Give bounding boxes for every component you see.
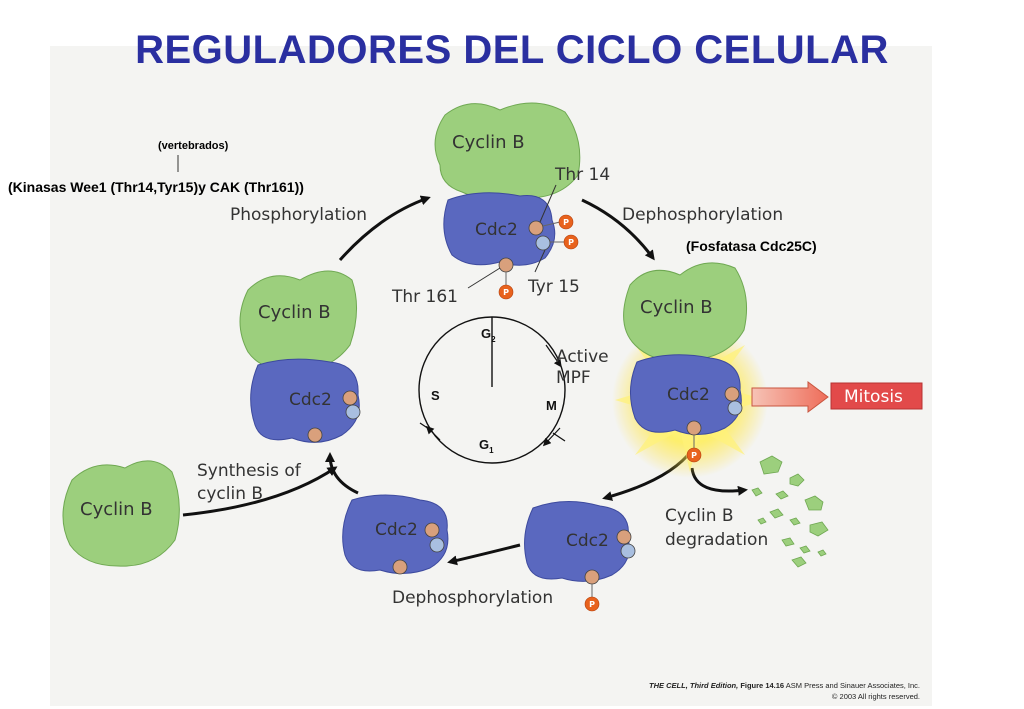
- complex-active-mpf: [623, 262, 748, 435]
- vertebrados-annotation: (vertebrados): [158, 140, 229, 152]
- cdc2-bottom-right-shape: [524, 500, 630, 582]
- kinases-annotation: (Kinasas Wee1 (Thr14,Tyr15)y CAK (Thr161…: [8, 179, 304, 195]
- phase-m-label: M: [546, 398, 557, 413]
- cdc2-shape: [630, 354, 742, 435]
- thr161-label: Thr 161: [391, 287, 458, 307]
- figure-credit-copyright: © 2003 All rights reserved.: [831, 692, 920, 701]
- residues: [307, 220, 743, 585]
- phosphate-active: [686, 447, 702, 463]
- free-cyclin-b-shape: [62, 460, 180, 567]
- degradation-label-line1: Cyclin B: [665, 506, 734, 526]
- dephosphorylation-top-label: Dephosphorylation: [622, 205, 783, 225]
- credit-figure: Figure 14.16: [740, 681, 785, 690]
- cdc2-label: Cdc2: [475, 220, 518, 240]
- cdc2-label: Cdc2: [375, 520, 418, 540]
- phosphates: [498, 214, 702, 612]
- credit-publisher: ASM Press and Sinauer Associates, Inc.: [785, 681, 920, 690]
- phosphatase-annotation: (Fosfatasa Cdc25C): [686, 238, 817, 254]
- page-title: REGULADORES DEL CICLO CELULAR: [135, 28, 889, 72]
- complex-left: [239, 270, 360, 443]
- credit-book: THE CELL, Third Edition,: [649, 681, 739, 690]
- complex-top: [434, 102, 581, 266]
- phosphate-tyr15: [563, 234, 579, 250]
- cdc2-bottom-left-shape: [342, 494, 449, 574]
- phosphate-label: P: [503, 288, 509, 297]
- cyclin-b-shape: [623, 262, 748, 362]
- phosphate-links: [505, 221, 695, 597]
- cyclin-b-label: Cyclin B: [452, 132, 525, 153]
- active-mpf-label-line1: Active: [556, 347, 609, 367]
- cdc2-shape: [250, 358, 360, 443]
- mitosis-box: [830, 382, 923, 410]
- cyclin-b-shape: [434, 102, 581, 201]
- phosphate-label: P: [589, 600, 595, 609]
- degradation-label-line2: degradation: [665, 530, 768, 550]
- active-mpf-label-line2: MPF: [556, 368, 591, 388]
- synthesis-label-line1: Synthesis of: [197, 461, 302, 481]
- mitosis-arrow: [751, 381, 829, 413]
- thr161-pointer: [467, 267, 501, 289]
- cdc2-label: Cdc2: [667, 385, 710, 405]
- thr161-residue: [498, 257, 514, 273]
- cdc2-label: Cdc2: [566, 531, 609, 551]
- phosphate-thr14: [558, 214, 574, 230]
- tyr15-pointer: [534, 249, 546, 273]
- phosphate-thr161: [498, 284, 514, 300]
- to-cdc2-arrow: [325, 452, 359, 495]
- cell-cycle-circle: [418, 316, 566, 464]
- phase-g1-label: G1: [479, 437, 494, 455]
- thr14-label: Thr 14: [554, 165, 610, 185]
- phase-g2-label: G2: [481, 326, 496, 344]
- phase-s-label: S: [431, 388, 440, 403]
- dephosphorylation-bottom-label: Dephosphorylation: [392, 588, 553, 608]
- cyclin-b-label: Cyclin B: [258, 302, 331, 323]
- phosphate-bottom: [584, 596, 600, 612]
- cdc2-shape: [443, 192, 556, 266]
- phosphorylation-label: Phosphorylation: [230, 205, 367, 225]
- dephosphorylation-bottom-arrow: [447, 543, 521, 566]
- tyr15-residue: [535, 235, 551, 251]
- cdc2-label: Cdc2: [289, 390, 332, 410]
- phosphate-label: P: [568, 238, 574, 247]
- dephosphorylation-top-arrow: [581, 198, 655, 261]
- thr14-pointer: [539, 184, 557, 223]
- thr14-residue: [528, 220, 544, 236]
- phosphate-label: P: [563, 218, 569, 227]
- synthesis-label-line2: cyclin B: [197, 484, 263, 504]
- cyclin-b-label: Cyclin B: [640, 297, 713, 318]
- synthesis-arrow: [182, 466, 338, 517]
- cyclin-b-label: Cyclin B: [80, 499, 153, 520]
- phosphorylation-arrow: [338, 195, 431, 261]
- mitosis-label: Mitosis: [844, 387, 903, 407]
- cyclin-b-shape: [239, 270, 358, 371]
- phosphate-label: P: [691, 451, 697, 460]
- figure-credit-line1: THE CELL, Third Edition, Figure 14.16 AS…: [649, 681, 920, 690]
- tyr15-label: Tyr 15: [527, 277, 580, 297]
- cyclin-fragments: [751, 455, 829, 568]
